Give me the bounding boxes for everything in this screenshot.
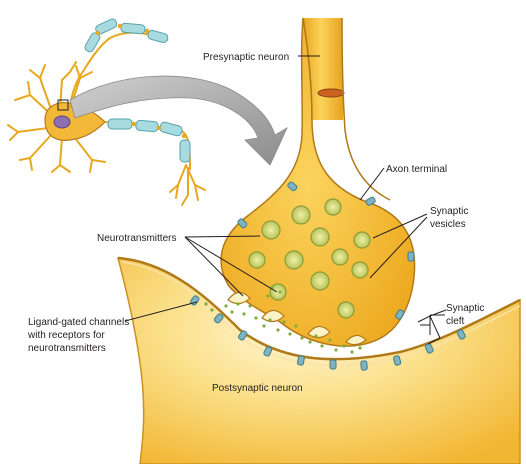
axon-cut-end — [317, 88, 345, 98]
label-synaptic-vesicles-line1: Synaptic — [430, 206, 468, 217]
ligand-gated-channels — [189, 295, 466, 371]
label-synaptic-vesicles-line2: vesicles — [430, 219, 466, 230]
synaptic-cleft-bracket — [417, 309, 447, 345]
label-leader-lines — [124, 55, 445, 335]
presynaptic-neuron — [220, 17, 416, 347]
label-presynaptic-neuron: Presynaptic neuron — [203, 52, 289, 63]
axon-left-edge — [302, 17, 313, 121]
axon-right-edge — [341, 17, 391, 201]
neuron-overview — [7, 18, 206, 206]
zoom-arrow — [69, 75, 288, 166]
label-neurotransmitters: Neurotransmitters — [97, 233, 176, 244]
neuron-dendrites — [7, 64, 106, 173]
synaptic-vesicles — [248, 198, 371, 319]
neurotransmitter-dots — [204, 286, 362, 354]
myelin-sheaths-upper — [84, 18, 169, 53]
label-postsynaptic-neuron: Postsynaptic neuron — [212, 383, 303, 394]
label-ligand-line1: Ligand-gated channels — [28, 317, 129, 328]
neuron-nucleus — [53, 115, 71, 129]
label-axon-terminal: Axon terminal — [386, 164, 447, 175]
label-ligand-line2: with receptors for — [27, 330, 105, 341]
myelin-nodes-lower — [131, 121, 187, 139]
axon-terminal-branches — [69, 61, 206, 206]
presynaptic-membrane-channels — [237, 181, 415, 320]
zoom-box — [57, 99, 69, 111]
terminal-fusion-bumps — [227, 291, 367, 346]
label-synaptic-cleft-line2: cleft — [446, 316, 465, 327]
label-synaptic-cleft-line1: Synaptic — [446, 303, 484, 314]
myelin-nodes-upper — [95, 23, 150, 36]
postsynaptic-neuron — [117, 256, 521, 464]
myelin-sheaths-lower — [107, 118, 191, 163]
label-ligand-line3: neurotransmitters — [28, 343, 106, 354]
